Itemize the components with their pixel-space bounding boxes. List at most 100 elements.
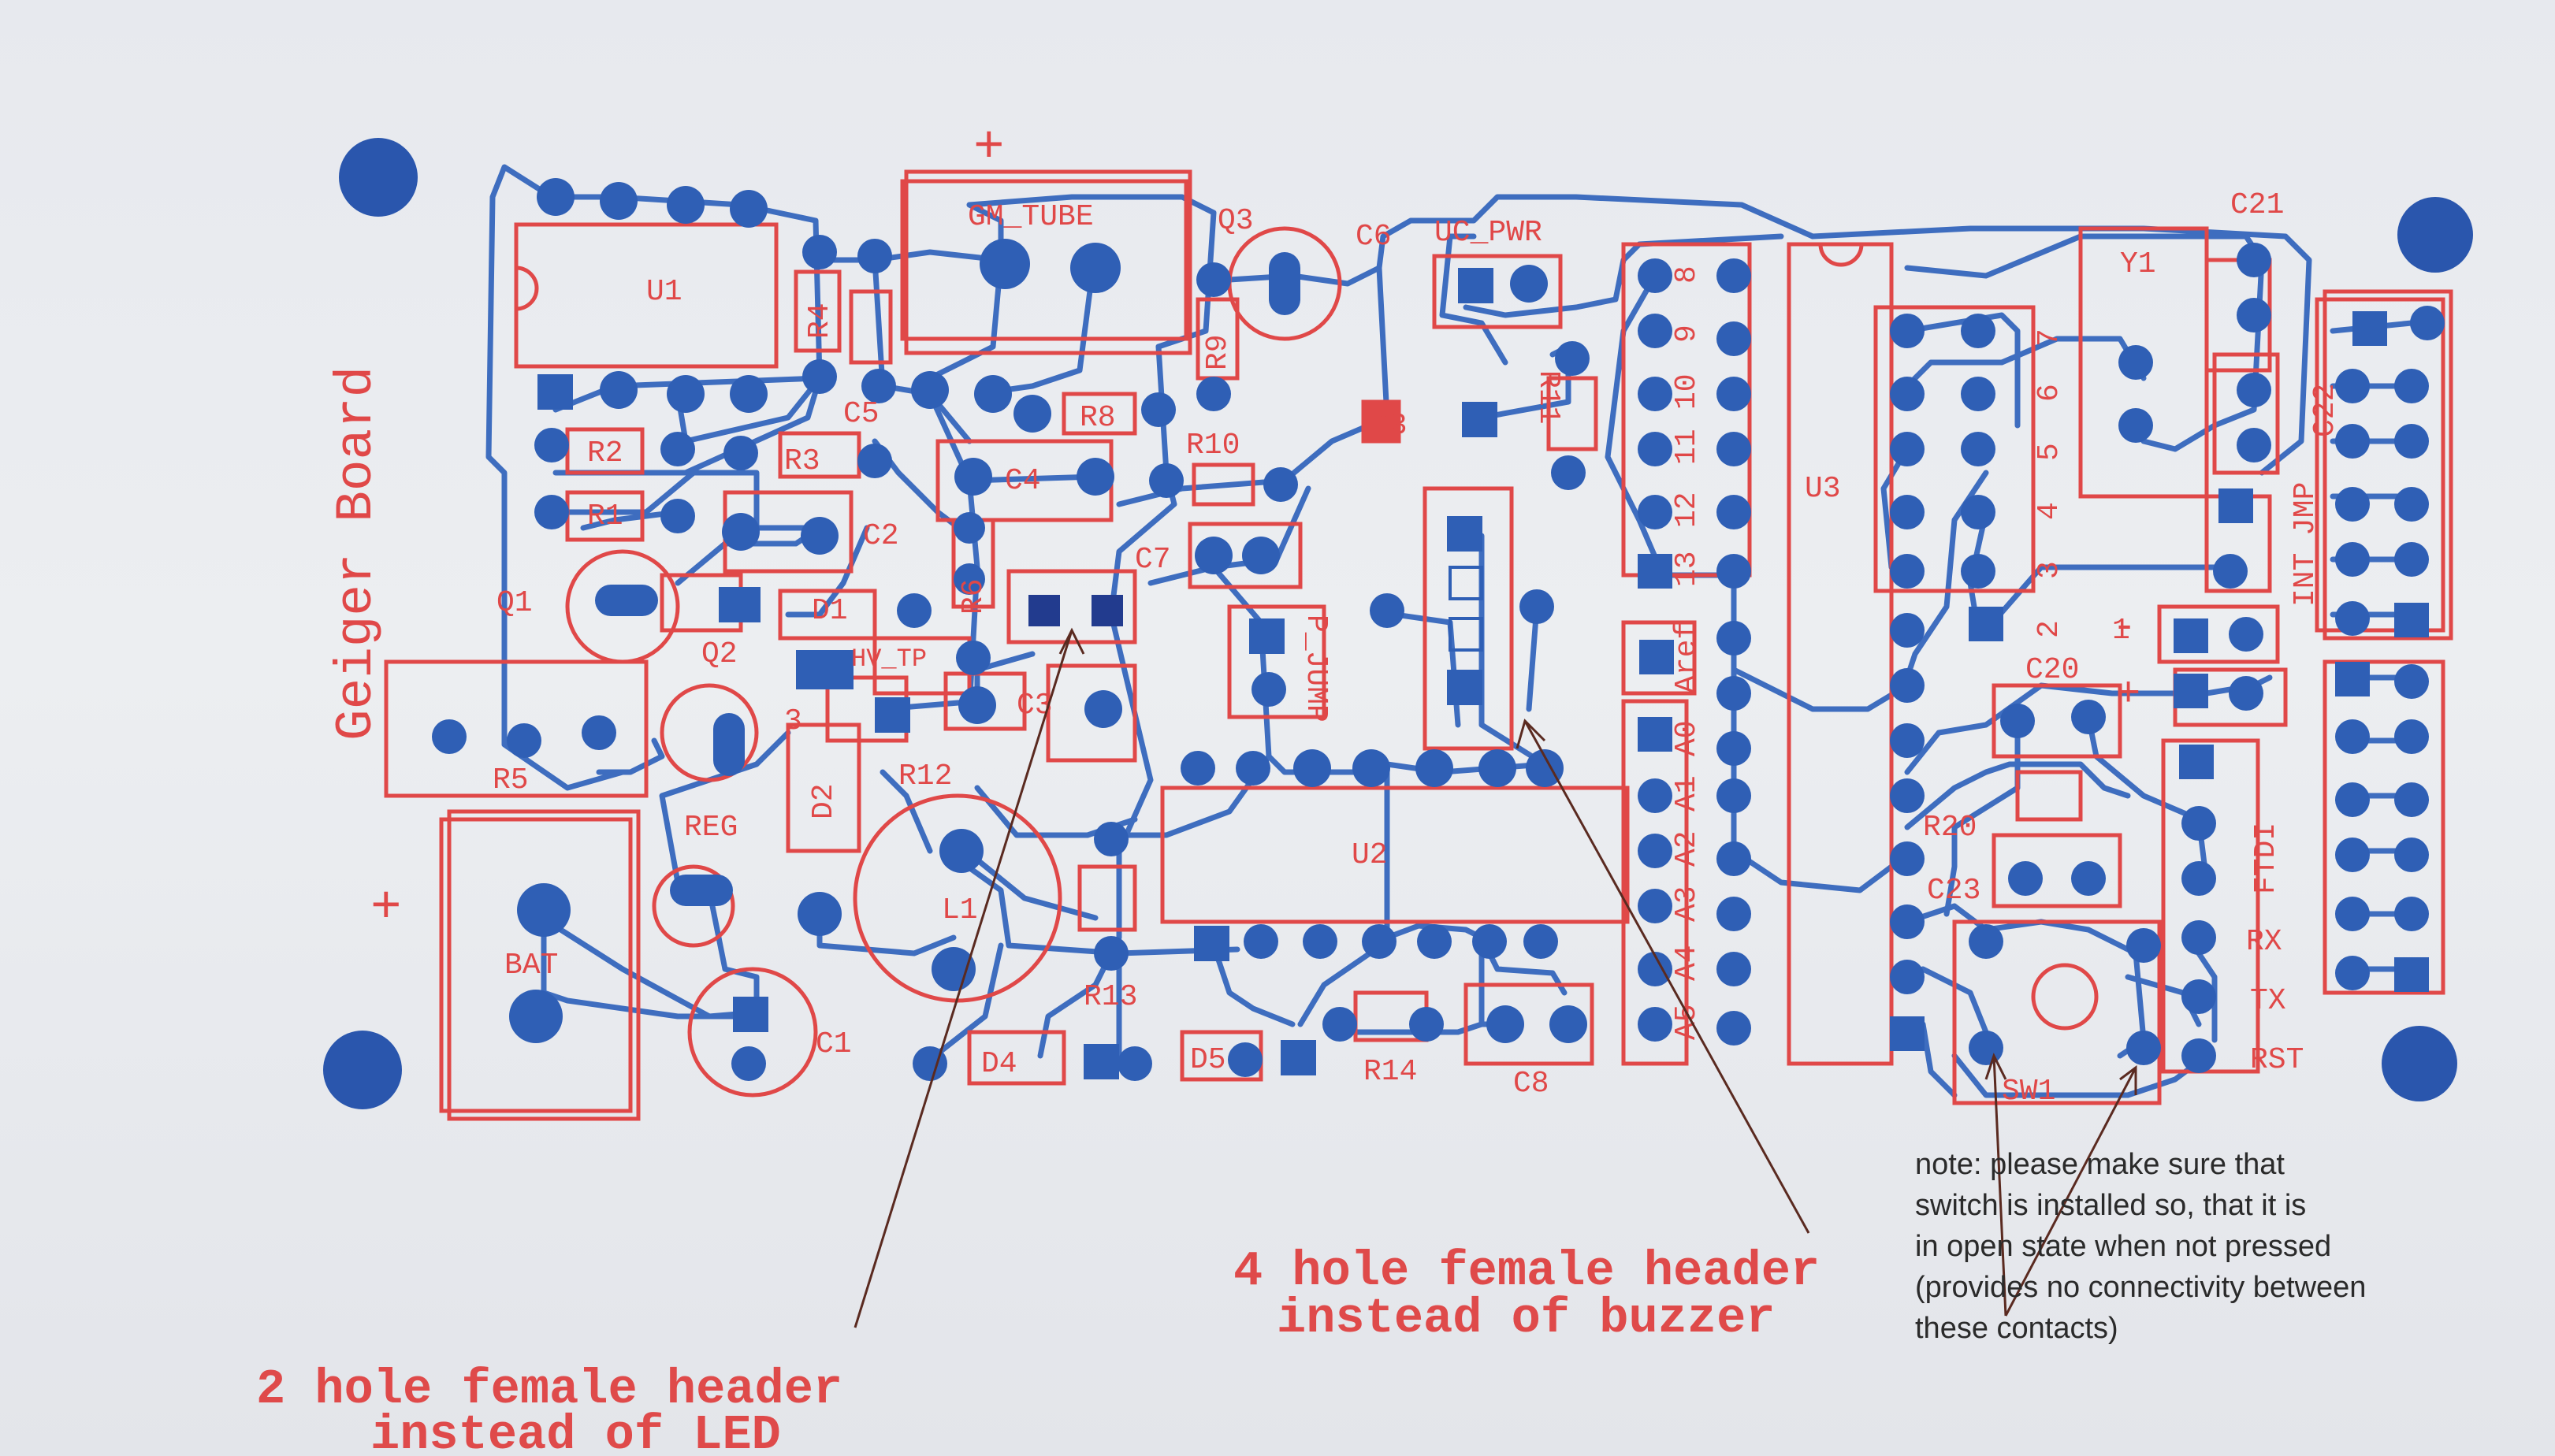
bat-label: BAT (504, 949, 558, 982)
u3-pin-label: 3 (2032, 561, 2066, 579)
p-jump-label: P_JUMP (1299, 615, 1333, 722)
switch-arrow-right (2004, 1067, 2137, 1317)
y1-label: Y1 (2120, 247, 2156, 281)
q3-label: Q3 (1218, 204, 1254, 238)
u3-pin-label: 11 (1670, 429, 1704, 465)
d3-label: D3 (1371, 409, 1408, 443)
r4-label: R4 (803, 303, 837, 339)
annotation-texts: 2 hole female header instead of LED 4 ho… (256, 1148, 2366, 1456)
u3-pin-label: 10 (1670, 373, 1704, 410)
u3-pin-label: 4 (2032, 502, 2066, 520)
r9-label: R9 (1201, 334, 1235, 370)
rx-label: RX (2246, 925, 2282, 959)
mount-hole-bottom-right (2382, 1026, 2457, 1101)
led-note-line2: instead of LED (370, 1407, 781, 1456)
c20-label: C20 (2025, 653, 2079, 687)
silkscreen-labels: Geiger Board + + GM_TUBE U1 U2 U3 Q1 Q2 … (327, 118, 2342, 1109)
c5-label: C5 (843, 397, 880, 431)
led-arrow (854, 630, 1073, 1328)
gm-tube-outline (904, 169, 1192, 355)
ftdi-label: FTDI (2249, 823, 2283, 894)
board-title: Geiger Board (327, 366, 386, 741)
mounting-holes (323, 138, 2473, 1109)
r14-label: R14 (1363, 1055, 1417, 1089)
u1-outline (514, 222, 779, 369)
buzzer-arrow (1523, 720, 1810, 1234)
switch-note-line: (provides no connectivity between (1915, 1271, 2366, 1304)
r10-label: R10 (1186, 429, 1240, 462)
uc-pwr-label: UC_PWR (1434, 216, 1542, 250)
u3-analog-pin-labels: Aref A0 A1 A2 A3 A4 A5 (1670, 622, 1704, 1040)
d1-label: D1 (812, 594, 848, 628)
mount-hole-top-right (2397, 197, 2473, 273)
u3-pin-label: 2 (2032, 620, 2066, 638)
c7-label: C7 (1135, 543, 1171, 577)
battery-outline (447, 809, 641, 1121)
hv-tp-label: HV_TP (851, 644, 927, 674)
int-label: INT (2289, 553, 2323, 607)
switch-arrowhead-left (1984, 1053, 2007, 1080)
mount-hole-bottom-left (323, 1031, 402, 1109)
u3-pin-label: 12 (1670, 492, 1704, 528)
annotation-arrows (854, 627, 2137, 1328)
u3-pin-label: 13 (1670, 551, 1704, 587)
c6-label: C6 (1356, 220, 1392, 254)
switch-note-line: switch is installed so, that it is (1915, 1189, 2306, 1222)
u3-analog-label: Aref (1670, 622, 1704, 693)
r5-label: R5 (493, 763, 529, 797)
u2-label: U2 (1352, 838, 1388, 872)
c2-label: C2 (863, 519, 899, 553)
c3-label: C3 (1017, 689, 1053, 722)
u3-analog-label: A3 (1670, 886, 1704, 922)
u3-pin-label: 9 (1670, 325, 1704, 343)
buzzer-note-line1: 4 hole female header (1233, 1243, 1820, 1299)
r3-label: R3 (784, 444, 820, 478)
u3-pin-label: 5 (2032, 443, 2066, 461)
buzzer-arrowhead (1516, 719, 1546, 749)
led-note-line1: 2 hole female header (256, 1361, 842, 1417)
u3-right-pin-labels: 7 6 5 4 3 2 (2032, 329, 2066, 638)
r6-label: R6 (957, 578, 991, 615)
r8-label: R8 (1080, 401, 1116, 435)
r11-label: R11 (1531, 370, 1565, 424)
u3-pin-label: 6 (2032, 384, 2066, 402)
jmp-label: JMP (2289, 482, 2323, 536)
silkscreen-outlines (384, 169, 2453, 1121)
plus-top-label: + (973, 118, 1005, 177)
r12-label: R12 (898, 760, 952, 793)
c4-label: C4 (1005, 464, 1041, 498)
u1-label: U1 (646, 275, 682, 309)
u3-left-pin-labels: 8 9 10 11 12 13 (1670, 266, 1704, 587)
u3-outline (1787, 242, 1894, 1066)
u2-outline (1160, 786, 1630, 924)
switch-note-line: these contacts) (1915, 1312, 2118, 1345)
pads (432, 178, 2445, 1081)
rst-label: RST (2250, 1043, 2304, 1077)
switch-arrow-left (1992, 1055, 2007, 1317)
u3-analog-label: A2 (1670, 830, 1704, 867)
plus-bat-label: + (370, 878, 402, 938)
c8-label: C8 (1513, 1067, 1549, 1101)
q2-label: Q2 (701, 637, 738, 671)
q1-label: Q1 (496, 586, 533, 620)
sw1-outline (1952, 919, 2162, 1105)
u3-analog-label: A4 (1670, 945, 1704, 981)
buzzer-header-outline (1423, 486, 1514, 751)
c23-label: C23 (1927, 874, 1980, 908)
c1-label: C1 (816, 1027, 852, 1061)
minus-c20-label: - (2112, 604, 2137, 651)
mount-hole-top-left (339, 138, 418, 217)
gm-tube-label: GM_TUBE (968, 200, 1094, 234)
switch-note-line: note: please make sure that (1915, 1148, 2285, 1181)
c21-label: C21 (2230, 188, 2284, 222)
reg-label: REG (684, 811, 738, 845)
switch-arrowhead-right (2119, 1065, 2137, 1095)
r1-label: R1 (587, 500, 623, 533)
led-header-outline (1006, 569, 1137, 644)
d4-label: D4 (981, 1047, 1017, 1081)
plus-c20-label: + (2116, 671, 2140, 718)
label-3: 3 (784, 704, 802, 738)
u3-label: U3 (1805, 472, 1841, 506)
r20-label: R20 (1923, 811, 1977, 845)
